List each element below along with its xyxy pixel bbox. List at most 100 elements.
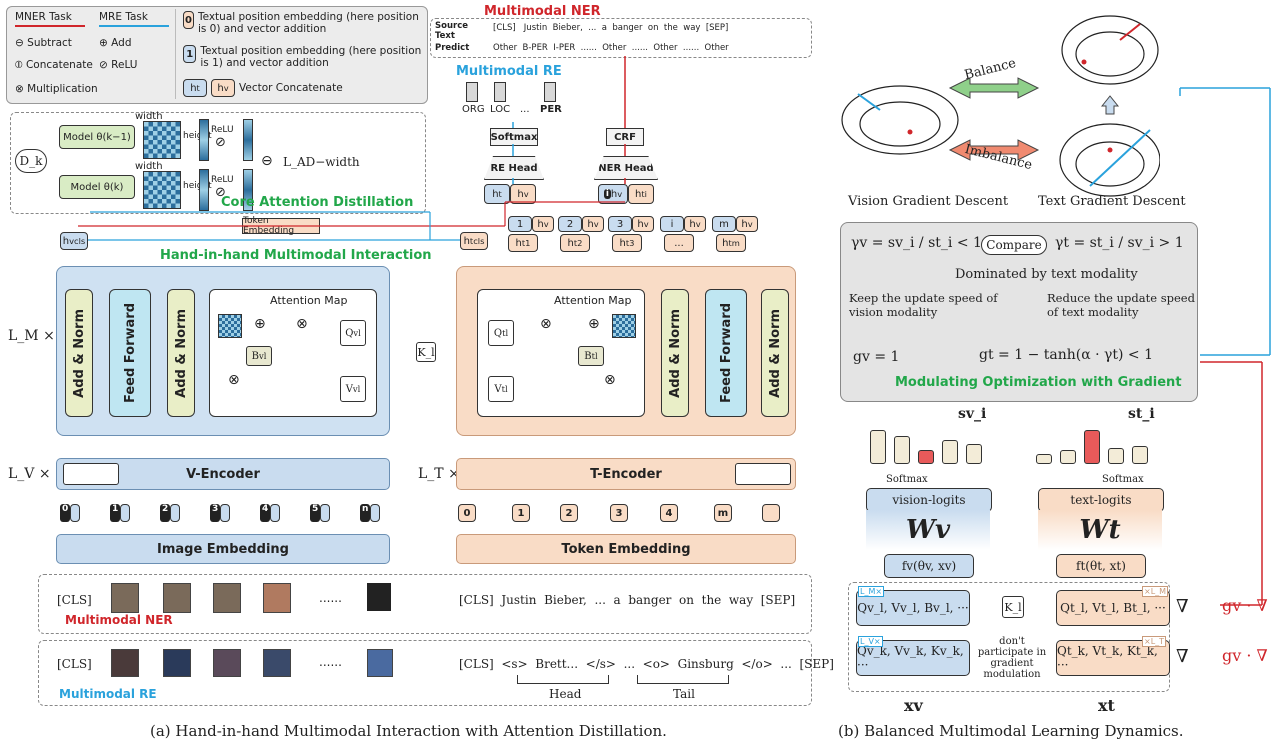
legend-mre-label: MRE Task xyxy=(99,11,148,23)
ner-image-dots: ...... xyxy=(319,591,342,605)
mre-output-title: Multimodal RE xyxy=(456,64,562,79)
height-label-prev: height xyxy=(183,131,212,141)
ner-output-box: Source Text Predict [CLS] Justin Bieber,… xyxy=(430,18,812,58)
v-pos-2: 2 xyxy=(160,504,181,522)
compare-node: Compare xyxy=(981,235,1047,255)
legend-mre: MRE Task xyxy=(99,11,169,27)
loss-label: L_AD−width xyxy=(283,155,360,169)
v-encoder-box: V-Encoder xyxy=(56,458,390,490)
re-class-bars: ORG LOC ... PER xyxy=(460,82,570,122)
re-input-label: Multimodal RE xyxy=(59,687,157,701)
qt-l-text: Qt_l, Vt_l, Bt_l, ··· xyxy=(1060,601,1166,615)
ner-input-panel: [CLS] ...... [CLS] Justin Bieber, ... a … xyxy=(38,574,812,634)
gt-eq: gt = 1 − tanh(α · γt) < 1 xyxy=(979,347,1154,363)
legend-mner-label: MNER Task xyxy=(15,11,72,23)
t-pos-2: 2 xyxy=(560,504,578,522)
tail-bracket xyxy=(637,675,729,684)
v-encoder-icon xyxy=(63,463,119,485)
legend-panel: MNER Task MRE Task ⊖ Subtract ⊕ Add ⦶ Co… xyxy=(6,6,428,104)
concatenate-icon: ⦶ xyxy=(15,59,23,71)
model-prev-box: Model θ(k−1) xyxy=(59,125,135,149)
predict-tokens: Other B-PER I-PER ...... Other ...... Ot… xyxy=(493,43,729,53)
v-pos-n: n xyxy=(360,504,381,522)
legend-subtract: Subtract xyxy=(27,37,72,49)
v-pos-5: 5 xyxy=(310,504,331,522)
add-node-icon-v: ⊕ xyxy=(254,316,266,332)
width-label-prev: width xyxy=(135,111,163,122)
xv-label: xv xyxy=(904,696,923,715)
class-bar-loc xyxy=(494,82,506,102)
tprob-bar-3 xyxy=(1084,430,1100,464)
add-norm-text-inner: Add & Norm xyxy=(661,289,689,417)
ner-image-2 xyxy=(163,583,191,613)
gv-nabla-bottom: gv · ∇ xyxy=(1222,646,1268,665)
feed-forward-label: Feed Forward xyxy=(122,302,138,403)
t-pos-3: 3 xyxy=(610,504,628,522)
t-pos-last xyxy=(762,504,780,522)
class-dots: ... xyxy=(520,104,530,115)
tail-label: Tail xyxy=(673,687,695,701)
re-image-n xyxy=(367,649,393,677)
v-encoder-label: V-Encoder xyxy=(186,466,260,482)
class-bar-per xyxy=(544,82,556,102)
attention-map-label-v: Attention Map xyxy=(270,294,348,307)
add-norm-label: Add & Norm xyxy=(173,308,189,398)
dk-node: D_k xyxy=(15,149,47,173)
t-encoder-icon xyxy=(735,463,791,485)
lv-label: L_V × xyxy=(8,466,51,482)
vprob-bar-3 xyxy=(918,450,934,464)
add-norm-vision-outer: Add & Norm xyxy=(65,289,93,417)
vision-probs xyxy=(870,430,990,464)
t-pos-0: 0 xyxy=(458,504,476,522)
attention-map-label-t: Attention Map xyxy=(554,294,632,307)
class-bar-org xyxy=(466,82,478,102)
wv-weight: Wv xyxy=(866,510,990,550)
shared-key-box-b: K_l xyxy=(1002,596,1024,618)
lv-tag: L_V× xyxy=(858,636,883,647)
v-pos-3: 3 xyxy=(210,504,231,522)
lt-label: L_T × xyxy=(418,466,460,482)
ner-input-text: [CLS] Justin Bieber, ... a banger on the… xyxy=(459,593,796,607)
legend-concatenate: Concatenate xyxy=(25,59,93,71)
mult-node-icon-t2: ⊗ xyxy=(604,372,616,388)
caption-b: (b) Balanced Multimodal Learning Dynamic… xyxy=(838,722,1184,740)
vision-logits-box: vision-logits xyxy=(866,488,992,512)
gv-eq: gv = 1 xyxy=(853,349,900,365)
source-text-label: Source Text xyxy=(435,21,469,41)
shared-key-box: K_l xyxy=(416,342,436,362)
legend-relu: ReLU xyxy=(111,59,138,71)
re-cls-label: [CLS] xyxy=(57,657,92,671)
modulation-panel: γv = sv_i / st_i < 1 Compare γt = st_i /… xyxy=(840,222,1198,402)
mner-arrow-line xyxy=(15,25,85,27)
relu-icon-prev: ⊘ xyxy=(215,135,226,150)
relu-vector-curr xyxy=(243,169,253,211)
re-input-text: [CLS] <s> Brett... </s> ... <o> Ginsburg… xyxy=(459,657,834,671)
legend-mner: MNER Task xyxy=(15,11,85,27)
vprob-bar-1 xyxy=(870,430,886,464)
lt-tag: ×L_T xyxy=(1142,636,1167,647)
relu-vector-prev xyxy=(243,119,253,161)
width-label-curr: width xyxy=(135,161,163,172)
head-label: Head xyxy=(549,687,582,701)
no-participate-label: don't participate in gradient modulation xyxy=(977,636,1047,680)
legend-pos1: 1 Textual position embedding (here posit… xyxy=(183,45,423,69)
vprob-bar-4 xyxy=(942,440,958,464)
attention-heatmap-v xyxy=(218,314,242,338)
mult-node-icon-v2: ⊗ xyxy=(228,372,240,388)
t-encoder-box: T-Encoder xyxy=(456,458,796,490)
height-label-curr: height xyxy=(183,181,212,191)
image-embedding-box: Image Embedding xyxy=(56,534,390,564)
add-norm-label: Add & Norm xyxy=(667,308,683,398)
multiplication-icon: ⊗ xyxy=(15,83,24,95)
